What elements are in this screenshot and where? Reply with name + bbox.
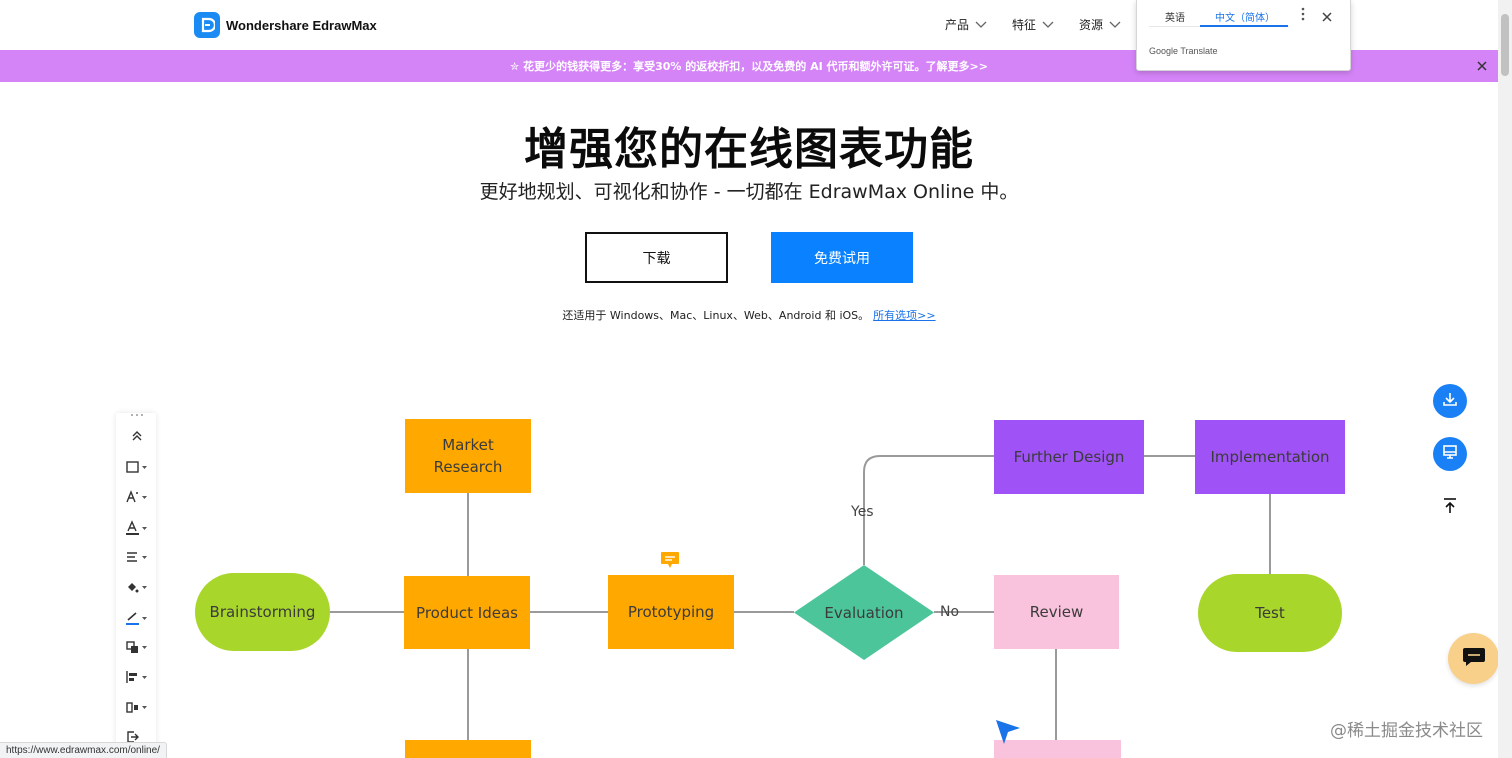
close-icon[interactable]	[1474, 58, 1490, 74]
node-evaluation[interactable]: Evaluation	[794, 565, 934, 660]
chevron-down-icon	[1109, 18, 1121, 32]
platforms-text: 还适用于 Windows、Mac、Linux、Web、Android 和 iOS…	[562, 309, 870, 322]
node-label: Prototyping	[627, 603, 715, 621]
translate-tab-indicator	[1200, 25, 1288, 27]
chat-button[interactable]	[1448, 633, 1499, 684]
translate-footer: Google Translate	[1149, 46, 1218, 56]
flowchart-connectors	[330, 455, 1271, 740]
free-trial-button[interactable]: 免费试用	[771, 232, 913, 283]
translate-tab-source[interactable]: 英语	[1165, 13, 1185, 24]
cursor-pointer-icon	[994, 718, 1022, 750]
node-label: Implementation	[1210, 448, 1330, 466]
node-implementation[interactable]: Implementation	[1195, 420, 1345, 494]
close-icon[interactable]	[1321, 8, 1333, 27]
font-color-icon[interactable]	[124, 518, 150, 538]
monitor-icon	[1441, 443, 1459, 465]
edge-label-yes: Yes	[851, 504, 874, 520]
node-market-research[interactable]: Market Research	[405, 419, 531, 493]
nav-item-label: 资源	[1079, 18, 1104, 32]
distribute-icon[interactable]	[124, 697, 150, 717]
page-scrollbar[interactable]	[1498, 0, 1512, 758]
node-label: Brainstorming	[209, 603, 316, 621]
flowchart-demo: Market Research Brainstorming Product Id…	[0, 330, 1498, 758]
more-horiz-icon[interactable]	[124, 411, 150, 419]
node-label: Evaluation	[824, 603, 904, 622]
arrange-layers-icon[interactable]	[124, 637, 150, 657]
chat-bubble-icon	[1461, 646, 1487, 672]
page-title: 增强您的在线图表功能	[524, 124, 974, 175]
nav-item-label: 特征	[1012, 18, 1037, 32]
node-product-ideas[interactable]: Product Ideas	[404, 576, 530, 649]
node-brainstorming[interactable]: Brainstorming	[195, 573, 330, 651]
logo[interactable]: Wondershare EdrawMax	[194, 12, 377, 38]
chevron-down-icon	[1042, 18, 1054, 32]
editor-toolbar	[116, 413, 156, 758]
nav-item-features[interactable]: 特征	[1012, 16, 1054, 33]
promo-text[interactable]: ✮ 花更少的钱获得更多：享受30% 的返校折扣，以及免费的 AI 代币和额外许可…	[510, 60, 988, 73]
node-label: Further Design	[1013, 448, 1125, 466]
align-objects-icon[interactable]	[124, 667, 150, 687]
edge-label-no: No	[940, 604, 960, 620]
more-vert-icon[interactable]	[1297, 6, 1309, 26]
line-color-icon[interactable]	[124, 608, 150, 628]
logo-text: Wondershare EdrawMax	[226, 17, 377, 33]
chevron-down-icon	[975, 18, 987, 32]
node-test[interactable]: Test	[1198, 574, 1342, 652]
all-options-link[interactable]: 所有选项>>	[873, 309, 936, 322]
scrollbar-thumb[interactable]	[1501, 14, 1509, 76]
edrawmax-logo-icon	[194, 12, 220, 38]
download-button[interactable]: 下载	[585, 232, 728, 283]
nav-item-products[interactable]: 产品	[945, 16, 987, 33]
page-subtitle: 更好地规划、可视化和协作 - 一切都在 EdrawMax Online 中。	[479, 181, 1019, 203]
node-partial-bottom-right[interactable]	[994, 740, 1121, 758]
watermark: @稀土掘金技术社区	[1330, 721, 1483, 741]
node-label: Review	[1029, 603, 1084, 621]
text-style-icon[interactable]	[124, 487, 150, 507]
collapse-up-icon[interactable]	[124, 426, 150, 446]
status-url: https://www.edrawmax.com/online/	[0, 742, 167, 758]
node-further-design[interactable]: Further Design	[994, 420, 1144, 494]
platforms-note: 还适用于 Windows、Mac、Linux、Web、Android 和 iOS…	[0, 307, 1498, 323]
diamond-shape	[794, 565, 934, 660]
node-label: Market Research	[433, 436, 503, 476]
nav-item-label: 产品	[945, 18, 970, 32]
nav-item-resources[interactable]: 资源	[1079, 16, 1121, 33]
download-icon	[1441, 390, 1459, 412]
node-review[interactable]: Review	[994, 575, 1119, 649]
back-to-top-icon[interactable]	[1440, 496, 1460, 520]
google-translate-popup: 英语 中文（简体） Google Translate	[1136, 0, 1351, 71]
node-partial-bottom-left[interactable]	[405, 740, 531, 758]
translate-tab-target[interactable]: 中文（简体）	[1215, 13, 1275, 24]
align-text-icon[interactable]	[124, 547, 150, 567]
fill-bucket-icon[interactable]	[124, 577, 150, 597]
node-prototyping[interactable]: Prototyping	[608, 575, 734, 649]
shape-rectangle-icon[interactable]	[124, 457, 150, 477]
download-fab[interactable]	[1433, 384, 1467, 418]
comment-icon[interactable]	[660, 551, 680, 574]
node-label: Test	[1255, 604, 1285, 622]
node-label: Product Ideas	[416, 603, 518, 622]
online-editor-fab[interactable]	[1433, 437, 1467, 471]
